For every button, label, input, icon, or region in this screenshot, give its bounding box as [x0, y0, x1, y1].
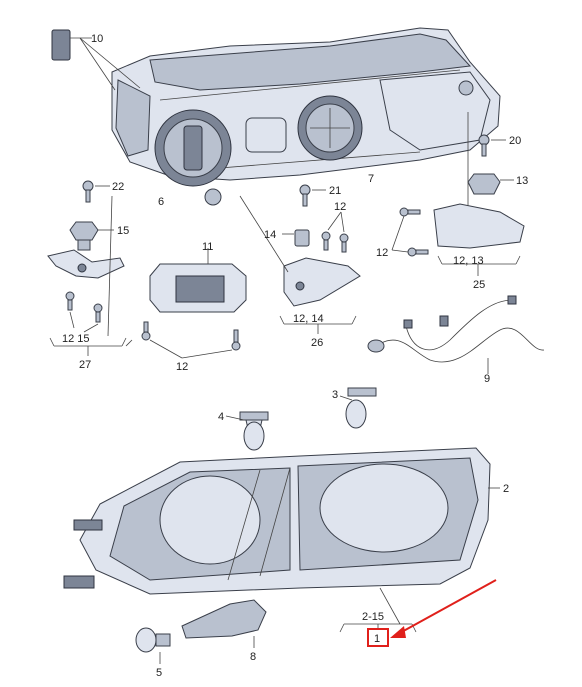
headlight-assembly-2: [63, 447, 491, 595]
bracket-26: [283, 257, 361, 307]
housing-mount-lug: [204, 188, 222, 206]
callout-12-right: 12: [376, 247, 388, 259]
low-beam-cap-6: [154, 109, 232, 187]
bracket-27: [47, 249, 125, 279]
control-unit-11: [149, 263, 247, 313]
callout-12-center: 12: [334, 201, 346, 213]
screw-22: [82, 180, 94, 203]
callout-15: 15: [117, 225, 129, 237]
callout-14: 14: [264, 229, 276, 241]
callout-11: 11: [202, 241, 213, 253]
callout-13: 13: [516, 175, 528, 187]
screw-20: [478, 134, 490, 157]
retaining-clip-10: [51, 29, 71, 61]
callout-21: 21: [329, 185, 341, 197]
wiring-harness-9: [367, 295, 545, 363]
callout-2: 2: [503, 483, 509, 495]
bulb-4: [239, 411, 269, 451]
callout-4: 4: [218, 411, 224, 423]
screws-12-center: [321, 231, 349, 253]
screws-12-right: [399, 207, 429, 257]
bracket-25: [433, 203, 525, 249]
screw-21: [299, 184, 311, 207]
screws-12-bottom: [141, 321, 241, 351]
housing-mount-lug-right: [458, 80, 474, 96]
callout-22: 22: [112, 181, 124, 193]
group-label-25: 12, 13: [453, 255, 484, 267]
highlight-box: [367, 628, 389, 647]
group-label-27: 12 15: [62, 333, 90, 345]
bulb-3: [345, 387, 377, 429]
high-beam-cap-7: [297, 95, 363, 161]
screws-12-left: [65, 291, 103, 323]
callout-10: 10: [91, 33, 103, 45]
nut-13: [467, 173, 501, 195]
level-motor-socket: [245, 117, 287, 153]
callout-7: 7: [368, 173, 374, 185]
callout-20: 20: [509, 135, 521, 147]
cover-cap-8: [181, 599, 267, 639]
callout-8: 8: [250, 651, 256, 663]
nut-14: [294, 229, 310, 247]
callout-1: 1: [374, 633, 380, 645]
callout-6: 6: [158, 196, 164, 208]
nut-15: [69, 221, 99, 251]
highlight-arrow: [397, 579, 497, 635]
callout-25: 25: [473, 279, 485, 291]
callout-5: 5: [156, 667, 162, 679]
group-label-1: 2-15: [362, 611, 384, 623]
highlight-arrowhead: [390, 626, 406, 638]
callout-26: 26: [311, 337, 323, 349]
callout-9: 9: [484, 373, 490, 385]
bulb-5: [135, 627, 171, 653]
callout-27: 27: [79, 359, 91, 371]
callout-3: 3: [332, 389, 338, 401]
group-label-26: 12, 14: [293, 313, 324, 325]
callout-12-bottom: 12: [176, 361, 188, 373]
